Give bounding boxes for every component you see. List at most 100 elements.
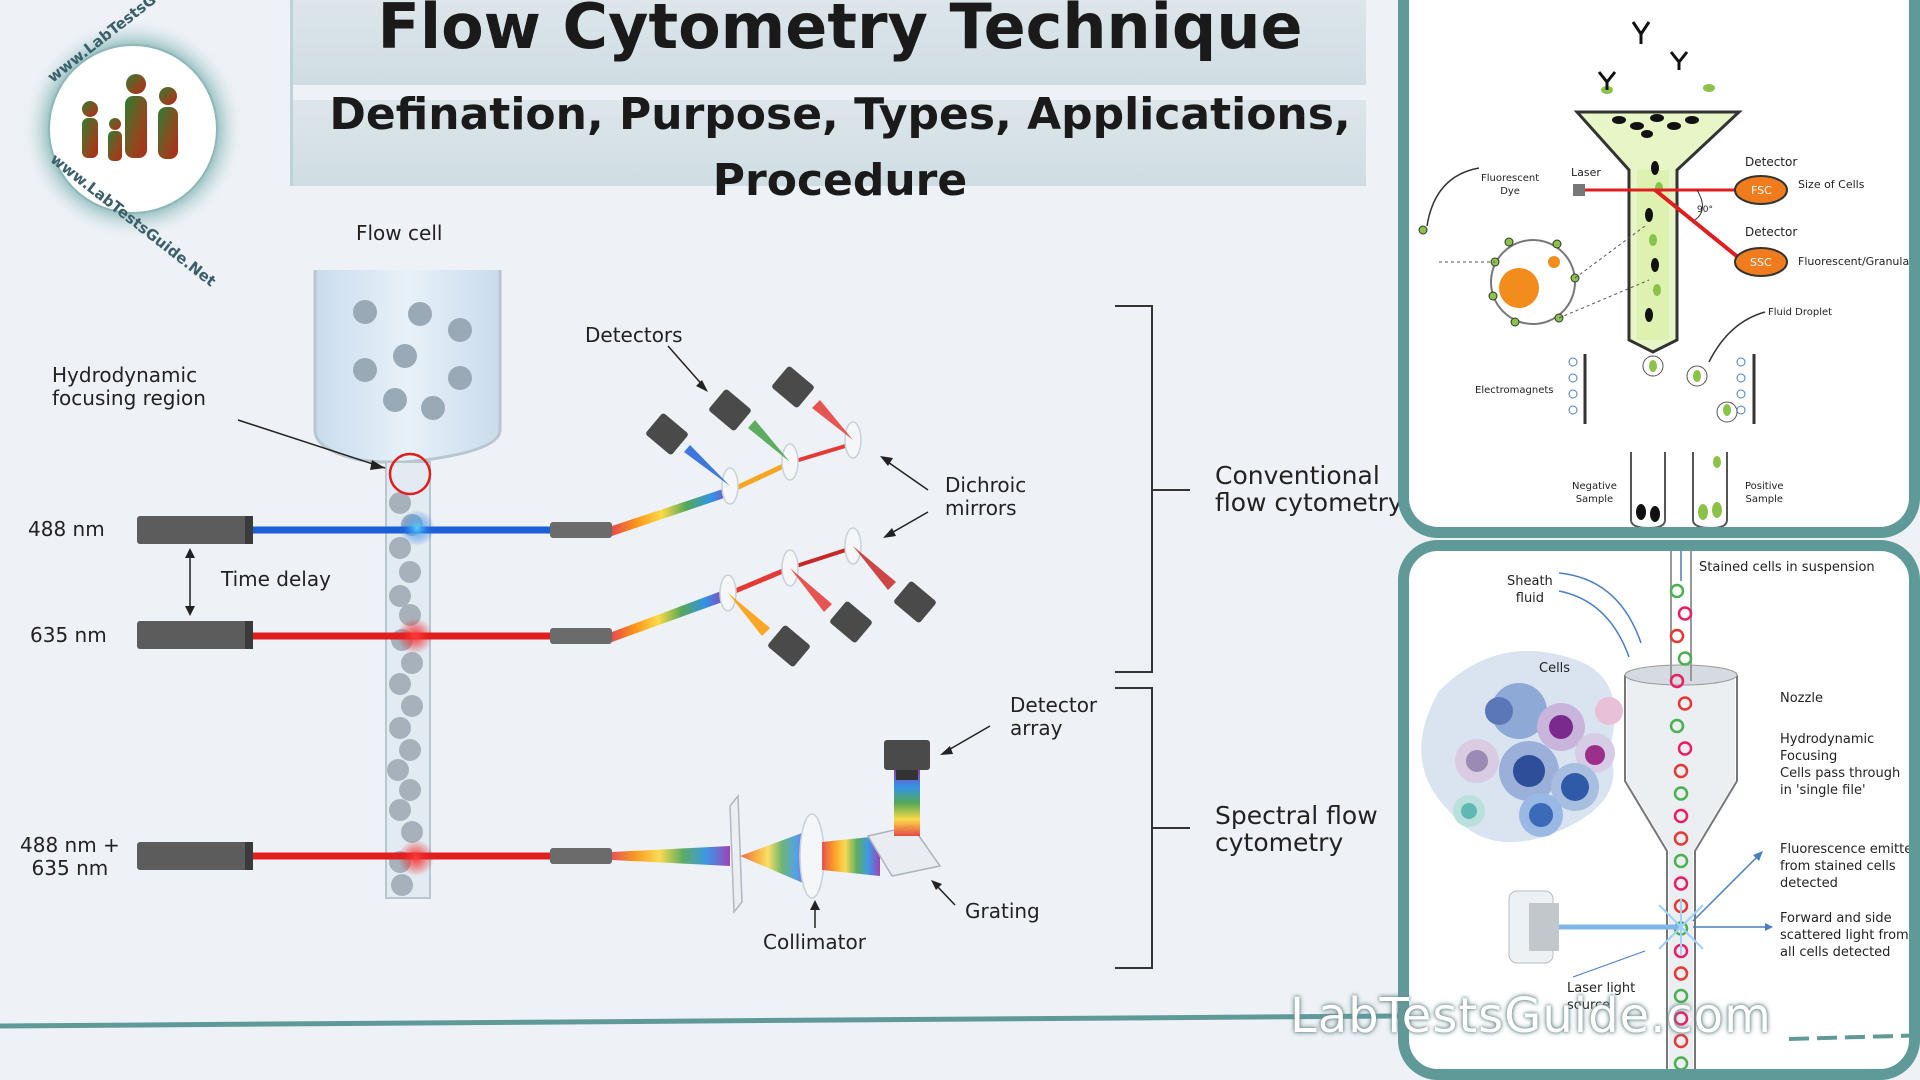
dichroic-line2: mirrors bbox=[945, 496, 1017, 520]
cell-bead bbox=[1669, 583, 1685, 599]
cells-label: Cells bbox=[1539, 661, 1571, 676]
detector-array-label: Detector array bbox=[1010, 694, 1097, 740]
conventional-label: Conventional flow cytometry bbox=[1215, 462, 1403, 516]
main-schematic bbox=[0, 270, 1400, 1029]
hf-line1: Hydrodynamic bbox=[1780, 732, 1875, 747]
cell-bead bbox=[1673, 786, 1689, 801]
subtitle-line1: Defination, Purpose, Types, Applications… bbox=[329, 89, 1351, 140]
cell-bead bbox=[1673, 808, 1689, 824]
positive-line1: Positive bbox=[1745, 481, 1784, 492]
forward-side-label: Forward and side scattered light from al… bbox=[1780, 910, 1909, 961]
cell-bead bbox=[1669, 673, 1685, 689]
conventional-line2: flow cytometry bbox=[1215, 488, 1403, 517]
cell-bead bbox=[1669, 628, 1685, 644]
fl-line1: Fluorescence emitted bbox=[1780, 842, 1920, 857]
fluorescent-dye-line2: Dye bbox=[1500, 186, 1520, 197]
positive-line2: Sample bbox=[1745, 494, 1784, 505]
positive-sample-label: Positive Sample bbox=[1745, 480, 1784, 506]
hydrodynamic-line1: Hydrodynamic bbox=[52, 363, 198, 387]
cell-bead bbox=[1677, 606, 1693, 621]
negative-sample-label: Negative Sample bbox=[1572, 480, 1617, 506]
size-of-cells-label: Size of Cells bbox=[1798, 178, 1865, 191]
hydrodynamic-label: Hydrodynamic focusing region bbox=[52, 364, 206, 410]
conventional-line1: Conventional bbox=[1215, 461, 1380, 490]
panel-conventional-schematic: Laser Detector FSC Size of Cells 90° Det… bbox=[1398, 0, 1920, 538]
hf-line2: Focusing bbox=[1780, 749, 1838, 764]
collimator-label: Collimator bbox=[763, 930, 866, 954]
panel-bottom-drawing bbox=[1421, 551, 1909, 1069]
hydrodynamic-line2: focusing region bbox=[52, 386, 206, 410]
cell-bead bbox=[1673, 988, 1689, 1004]
laser-combo-line2: 635 nm bbox=[31, 856, 109, 880]
fluid-droplet-label: Fluid Droplet bbox=[1768, 307, 1833, 318]
cell-bead bbox=[1673, 1011, 1689, 1026]
detector1-label: Detector bbox=[1745, 155, 1798, 169]
angle-label: 90° bbox=[1697, 205, 1713, 215]
fluorescent-dye-line1: Fluorescent bbox=[1481, 173, 1540, 184]
fs-line3: all cells detected bbox=[1780, 945, 1891, 960]
grating-label: Grating bbox=[965, 899, 1040, 923]
granularity-label: Fluorescent/Granularity bbox=[1798, 255, 1920, 268]
cell-beads bbox=[1669, 583, 1693, 1069]
cell-bead bbox=[1677, 651, 1693, 666]
subtitle-line2: Procedure bbox=[712, 155, 968, 206]
cell-bead bbox=[1673, 966, 1689, 981]
detectors-label: Detectors bbox=[585, 323, 683, 347]
watermark: LabTestsGuide.com bbox=[1290, 988, 1772, 1044]
title-banner bbox=[290, 0, 1366, 85]
laser-488-label: 488 nm bbox=[28, 517, 105, 541]
flow-cell-label: Flow cell bbox=[356, 221, 443, 245]
detector-array-line2: array bbox=[1010, 716, 1063, 740]
ls-line1: Laser light bbox=[1567, 981, 1636, 996]
fluorescent-dye-label: Fluorescent Dye bbox=[1481, 172, 1539, 198]
family-icon bbox=[82, 74, 178, 161]
time-delay-label: Time delay bbox=[221, 567, 331, 591]
electromagnets-label: Electromagnets bbox=[1475, 385, 1554, 396]
negative-line1: Negative bbox=[1572, 481, 1617, 492]
stained-cells-label: Stained cells in suspension bbox=[1699, 560, 1875, 575]
negative-line2: Sample bbox=[1575, 494, 1614, 505]
fsc-label: FSC bbox=[1751, 184, 1772, 197]
cell-bead bbox=[1669, 718, 1685, 734]
cell-bead bbox=[1673, 1056, 1689, 1069]
detector-array-line1: Detector bbox=[1010, 693, 1098, 717]
panel-top-drawing bbox=[1418, 21, 1788, 527]
spectral-label: Spectral flow cytometry bbox=[1215, 802, 1378, 856]
fs-line2: scattered light from bbox=[1780, 928, 1909, 943]
cell-bead bbox=[1673, 763, 1689, 779]
detector2-label: Detector bbox=[1745, 225, 1798, 239]
spectral-line2: cytometry bbox=[1215, 828, 1344, 857]
dichroic-line1: Dichroic bbox=[945, 473, 1027, 497]
fluorescence-label: Fluorescence emitted from stained cells … bbox=[1780, 841, 1920, 892]
sheath-fluid-label: Sheath fluid bbox=[1507, 573, 1553, 607]
fl-line2: from stained cells bbox=[1780, 859, 1896, 874]
dichroic-label: Dichroic mirrors bbox=[945, 474, 1026, 520]
hf-line3: Cells pass through bbox=[1780, 766, 1901, 781]
cell-bead bbox=[1677, 741, 1693, 756]
laser-source-label: Laser light source bbox=[1567, 980, 1635, 1014]
laser-combo-line1: 488 nm + bbox=[20, 833, 120, 857]
cell-bead bbox=[1673, 831, 1689, 846]
laser-combo-label: 488 nm + 635 nm bbox=[20, 834, 120, 880]
subtitle-banner bbox=[290, 100, 1366, 186]
banner-accent-line bbox=[290, 0, 293, 186]
sheath-line2: fluid bbox=[1515, 591, 1545, 606]
sheath-line1: Sheath bbox=[1507, 574, 1553, 589]
panel-hydrodynamic-schematic: Stained cells in suspension Sheath fluid… bbox=[1398, 540, 1920, 1080]
hydro-focusing-label: Hydrodynamic Focusing Cells pass through… bbox=[1780, 731, 1900, 799]
cell-bead bbox=[1677, 696, 1693, 711]
laser-label: Laser bbox=[1571, 166, 1601, 179]
nozzle-label: Nozzle bbox=[1780, 691, 1823, 706]
cell-bead bbox=[1673, 1033, 1689, 1049]
page-subtitle: Defination, Purpose, Types, Applications… bbox=[290, 82, 1390, 214]
fl-line3: detected bbox=[1780, 876, 1838, 891]
ssc-label: SSC bbox=[1750, 256, 1772, 269]
cell-bead bbox=[1673, 876, 1689, 891]
laser-635-label: 635 nm bbox=[30, 623, 107, 647]
ls-line2: source bbox=[1567, 998, 1611, 1013]
spectral-line1: Spectral flow bbox=[1215, 801, 1378, 830]
hf-line4: in 'single file' bbox=[1780, 783, 1866, 798]
cell-bead bbox=[1673, 853, 1689, 869]
site-logo bbox=[18, 14, 248, 244]
page-title: Flow Cytometry Technique bbox=[377, 0, 1303, 63]
